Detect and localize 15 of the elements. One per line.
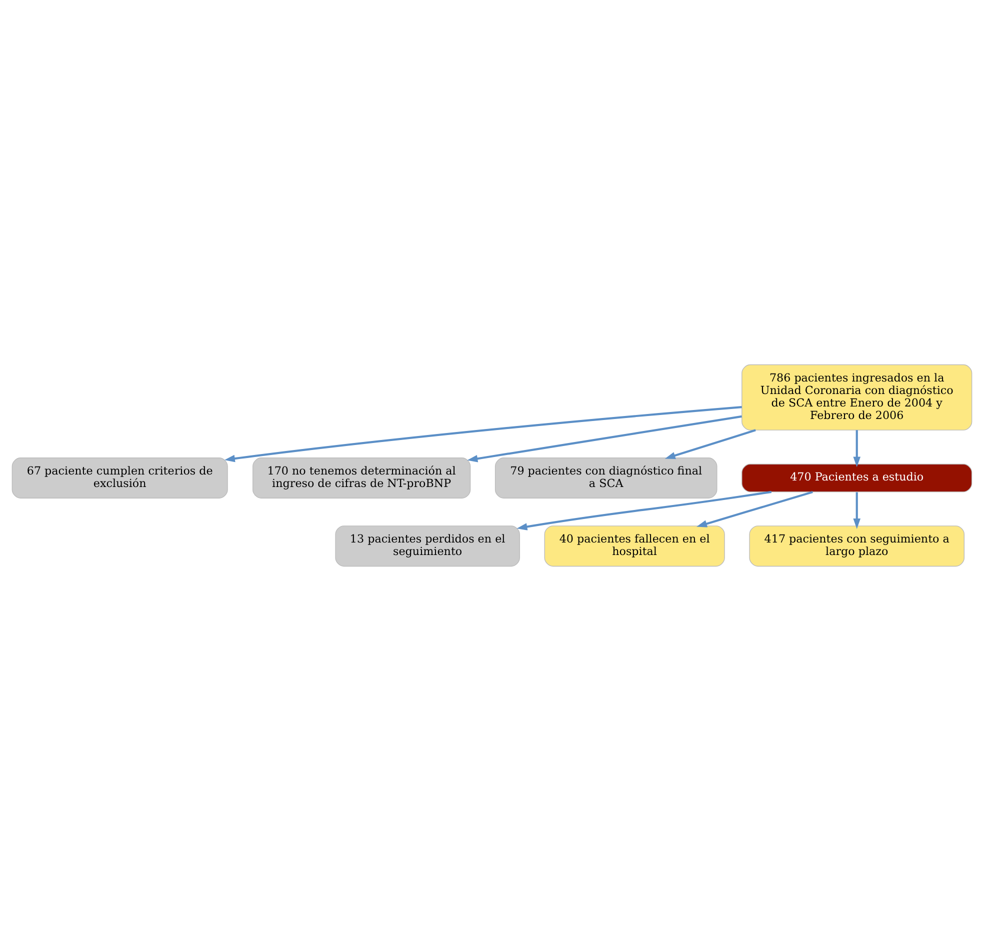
node-box: 67 paciente cumplen criterios de exclusión [12,457,228,498]
node-box: 417 pacientes con seguimiento a largo plazo [749,525,965,566]
arrow [853,492,861,528]
node-box: 786 pacientes ingresados en la Unidad Coronaria con diagnóstico de SCA entre Enero de 2004 y Febrero de 2006 [742,364,972,430]
arrow [853,430,861,467]
arrow [516,490,772,530]
node-box: 170 no tenemos determinación al ingreso de cifras de NT-proBNP [252,457,471,498]
node-box: 40 pacientes fallecen en el hospital [544,525,725,566]
arrow [696,490,813,527]
node-box: 13 pacientes perdidos en el seguimiento [335,525,520,566]
node-box: 470 Pacientes a estudio [742,463,972,492]
arrow [467,414,742,462]
arrow [664,428,756,459]
node-box: 79 pacientes con diagnóstico final a SCA [494,457,718,498]
arrow [224,406,742,462]
